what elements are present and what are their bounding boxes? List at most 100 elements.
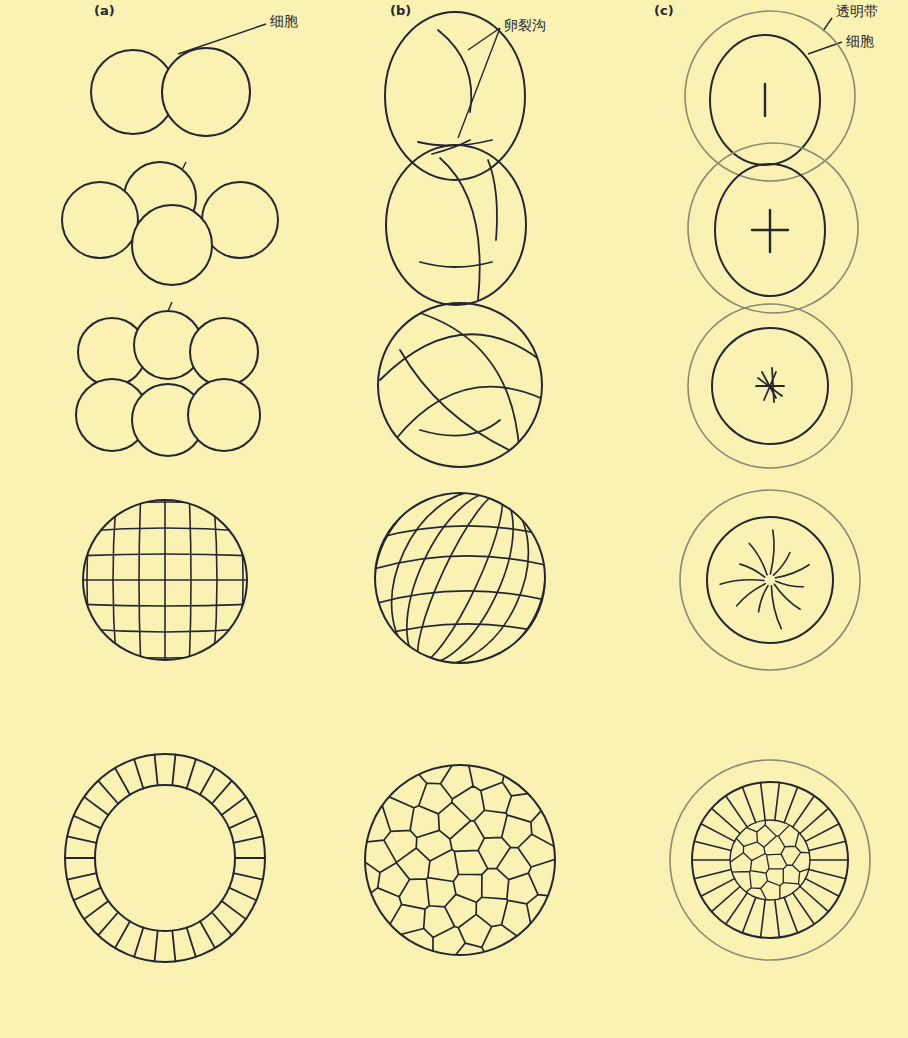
cell-outline — [132, 205, 212, 285]
cell-boundary — [810, 859, 848, 861]
furrow-line — [370, 591, 550, 605]
cell-boundary — [712, 808, 740, 833]
cell-boundary — [726, 893, 748, 924]
furrow-line — [440, 158, 480, 300]
cell-boundary — [74, 816, 101, 829]
embryo-figures — [62, 11, 870, 962]
zona-pellucida — [670, 760, 870, 960]
cell-boundary — [235, 857, 265, 859]
cell-boundary — [84, 901, 108, 919]
furrow-line — [213, 490, 217, 670]
cell-boundary — [712, 887, 740, 912]
cell-boundary — [809, 870, 846, 879]
meridian — [385, 478, 535, 679]
cell-outline — [162, 48, 250, 136]
cell-boundary — [155, 931, 158, 962]
cell-boundary — [749, 543, 767, 574]
cell-boundary — [172, 755, 175, 786]
cell-boundary — [98, 912, 118, 935]
nucleus-division — [758, 378, 782, 396]
cell-boundary — [67, 873, 96, 879]
cell-boundary — [701, 879, 735, 897]
cell-boundary — [212, 781, 232, 804]
meridian — [345, 459, 575, 697]
cell-boundary — [200, 921, 215, 948]
part-label: 卵裂沟 — [502, 18, 548, 33]
furrow-line — [370, 624, 550, 638]
cell-boundary — [742, 897, 755, 933]
cell-boundary — [701, 824, 735, 842]
cell-boundaries — [725, 815, 815, 905]
furrow-line — [370, 526, 550, 540]
furrow-line — [420, 420, 500, 436]
furrow-line — [488, 160, 497, 240]
cell-boundary — [784, 787, 797, 823]
leader-line — [823, 18, 832, 31]
furrow-line — [189, 490, 191, 670]
cell-boundary — [774, 552, 790, 575]
egg-outline — [386, 145, 526, 305]
cell-boundary — [759, 586, 768, 612]
leader-lines — [165, 18, 842, 318]
cell-boundary — [800, 887, 828, 912]
cell-boundary — [115, 921, 130, 948]
cell-boundary — [775, 783, 780, 821]
cell-pattern — [380, 310, 545, 470]
furrow-line — [75, 604, 255, 606]
cell-boundary — [98, 781, 118, 804]
cell-boundary — [187, 927, 196, 956]
zona-pellucida — [688, 304, 852, 468]
cell-boundary — [155, 755, 158, 786]
panel-letter: (a) — [92, 4, 117, 18]
cell-boundary — [761, 783, 766, 821]
cell-boundary — [726, 796, 748, 827]
cell-boundary — [761, 900, 766, 938]
furrow-line — [395, 387, 545, 440]
cell-boundary — [65, 857, 95, 859]
meridian — [365, 468, 555, 687]
cell-pattern — [725, 815, 815, 905]
cell-pattern — [75, 490, 255, 670]
cell-boundary — [694, 870, 731, 879]
furrow-line — [400, 350, 520, 455]
furrow-line — [75, 579, 255, 581]
zona-pellucida — [688, 143, 858, 313]
blastula-outer — [65, 754, 265, 962]
meridian — [405, 487, 515, 669]
cell-boundary — [720, 580, 764, 584]
inner-cell-mass — [730, 820, 810, 900]
cell-boundary — [775, 900, 780, 938]
cell-boundary — [67, 836, 96, 842]
cell-boundary — [222, 901, 246, 919]
cell-boundary — [776, 565, 810, 578]
cell-boundary — [776, 581, 803, 587]
cell-boundary — [74, 888, 101, 901]
cell-boundary — [771, 586, 781, 629]
cell-boundary — [233, 873, 262, 879]
cell-boundary — [187, 759, 196, 788]
cell-outline — [712, 328, 828, 444]
cell-boundary — [233, 836, 262, 842]
cell-boundary — [805, 879, 839, 897]
cell-boundary — [793, 893, 815, 924]
cell-boundary — [809, 841, 846, 850]
cell-boundary — [84, 797, 108, 815]
nucleus-division — [752, 229, 788, 231]
furrow-line — [75, 628, 255, 632]
cell-boundary — [770, 530, 774, 574]
cell-outline — [710, 35, 820, 165]
cell-boundary — [134, 759, 143, 788]
egg-outline — [378, 303, 542, 467]
cell-boundary — [222, 797, 246, 815]
panel-letter: (c) — [652, 4, 676, 18]
cell-outline — [190, 318, 258, 386]
cell-outline — [707, 517, 833, 643]
part-label: 细胞 — [268, 14, 300, 29]
furrow-line — [438, 30, 471, 112]
cell-boundary — [737, 584, 766, 606]
egg-outline — [385, 12, 525, 180]
cell-boundary — [694, 841, 731, 850]
furrow-line — [237, 490, 243, 670]
